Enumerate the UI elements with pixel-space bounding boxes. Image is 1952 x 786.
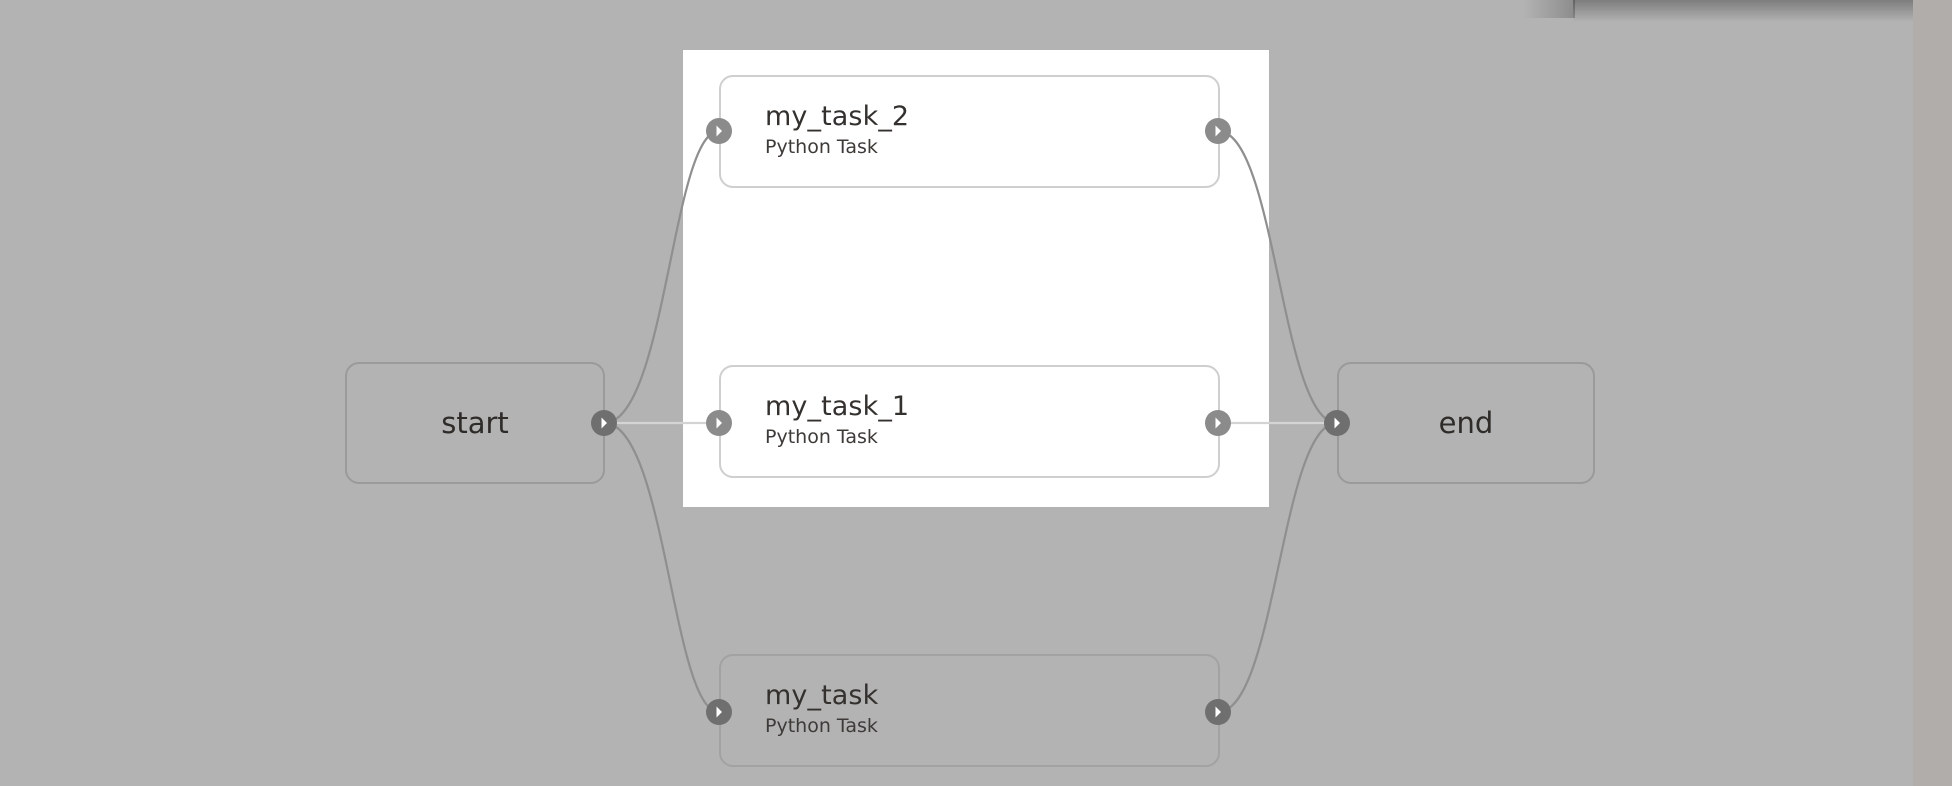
task-group-panel (683, 50, 1269, 507)
node-label: start (441, 406, 509, 440)
handle-end-target[interactable] (1324, 410, 1350, 436)
handle-my_task_2-target[interactable] (706, 118, 732, 144)
chevron-right-icon (1334, 417, 1340, 429)
chevron-right-icon (1215, 706, 1221, 718)
node-subtitle: Python Task (765, 425, 878, 448)
right-edge-strip (1913, 0, 1952, 786)
node-subtitle: Python Task (765, 714, 878, 737)
handle-my_task-target[interactable] (706, 699, 732, 725)
node-title: my_task_2 (765, 101, 910, 133)
handle-my_task_1-target[interactable] (706, 410, 732, 436)
node-subtitle: Python Task (765, 135, 878, 158)
chevron-right-icon (1215, 417, 1221, 429)
chevron-right-icon (716, 706, 722, 718)
node-title: my_task_1 (765, 391, 910, 423)
handle-my_task-source[interactable] (1205, 699, 1231, 725)
node-label: end (1438, 406, 1494, 440)
node-title: my_task (765, 680, 879, 712)
chevron-right-icon (601, 417, 607, 429)
node-end[interactable]: end (1337, 362, 1595, 484)
chevron-right-icon (716, 417, 722, 429)
panel-drop-shadow (1573, 0, 1913, 22)
chevron-right-icon (1215, 125, 1221, 137)
panel-shadow-fade (1523, 0, 1575, 18)
handle-start-source[interactable] (591, 410, 617, 436)
chevron-right-icon (716, 125, 722, 137)
handle-my_task_2-source[interactable] (1205, 118, 1231, 144)
node-start[interactable]: start (345, 362, 605, 484)
handle-my_task_1-source[interactable] (1205, 410, 1231, 436)
